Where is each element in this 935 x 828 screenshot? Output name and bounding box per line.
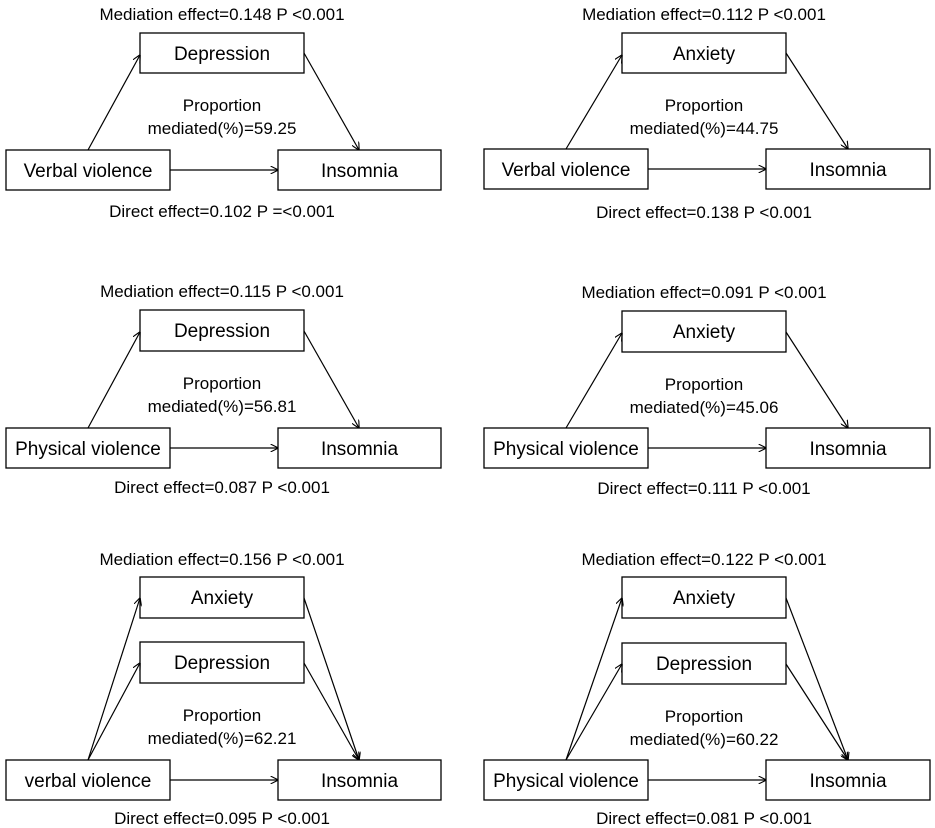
- outcome-label: Insomnia: [321, 439, 399, 460]
- mediator-box-2: [139, 641, 305, 684]
- mediator-label: Anxiety: [673, 44, 736, 65]
- mediator-box-2: [621, 642, 787, 685]
- mediation-effect-label: Mediation effect=0.156 P <0.001: [99, 550, 344, 569]
- direct-effect-label: Direct effect=0.081 P <0.001: [596, 809, 812, 828]
- outcome-box: [277, 427, 442, 469]
- mediator-1-to-outcome-arrow: [303, 597, 359, 760]
- predictor-to-mediator-arrow: [87, 332, 140, 429]
- predictor-to-mediator-2-arrow: [87, 663, 140, 761]
- panel-2: Mediation effect=0.112 P <0.001 Anxiety …: [483, 5, 931, 222]
- mediation-effect-label: Mediation effect=0.112 P <0.001: [582, 5, 826, 24]
- mediator-label-1: Anxiety: [673, 588, 736, 609]
- mediator-to-outcome-arrow: [303, 330, 359, 428]
- proportion-label: Proportion: [665, 707, 743, 726]
- proportion-value: mediated(%)=44.75: [630, 119, 779, 138]
- mediation-effect-label: Mediation effect=0.122 P <0.001: [581, 550, 826, 569]
- panel-4: Mediation effect=0.091 P <0.001 Anxiety …: [483, 283, 931, 498]
- panel-3: Mediation effect=0.115 P <0.001 Depressi…: [5, 282, 442, 497]
- outcome-label: Insomnia: [321, 771, 399, 792]
- predictor-to-mediator-1-arrow: [565, 598, 622, 761]
- proportion-label: Proportion: [665, 96, 743, 115]
- outcome-label: Insomnia: [321, 161, 399, 182]
- mediator-2-to-outcome-arrow: [785, 663, 848, 760]
- predictor-label: Verbal violence: [502, 160, 631, 181]
- panel-5: Mediation effect=0.156 P <0.001 Anxiety …: [5, 550, 442, 828]
- outcome-label: Insomnia: [809, 439, 887, 460]
- outcome-label: Insomnia: [809, 771, 887, 792]
- mediator-box: [139, 32, 305, 74]
- mediator-label: Depression: [174, 44, 270, 65]
- proportion-value: mediated(%)=45.06: [630, 398, 779, 417]
- outcome-label: Insomnia: [809, 160, 887, 181]
- mediator-label: Anxiety: [673, 322, 736, 343]
- predictor-box: [5, 427, 171, 469]
- mediator-label-2: Depression: [174, 653, 270, 674]
- predictor-label: Physical violence: [15, 439, 161, 460]
- direct-effect-label: Direct effect=0.138 P <0.001: [596, 203, 812, 222]
- panel-6: Mediation effect=0.122 P <0.001 Anxiety …: [483, 550, 931, 828]
- outcome-box: [765, 148, 931, 190]
- mediator-box: [621, 310, 787, 353]
- outcome-box: [765, 427, 931, 469]
- mediator-label-2: Depression: [656, 654, 752, 675]
- mediator-to-outcome-arrow: [303, 52, 359, 150]
- direct-effect-label: Direct effect=0.102 P =<0.001: [109, 202, 335, 221]
- proportion-value: mediated(%)=59.25: [148, 119, 297, 138]
- direct-effect-label: Direct effect=0.087 P <0.001: [114, 478, 330, 497]
- mediator-to-outcome-arrow: [785, 52, 848, 149]
- predictor-box: [483, 427, 649, 469]
- mediator-1-to-outcome-arrow: [785, 597, 848, 760]
- mediation-effect-label: Mediation effect=0.091 P <0.001: [581, 283, 826, 302]
- proportion-value: mediated(%)=62.21: [148, 729, 297, 748]
- predictor-to-mediator-2-arrow: [565, 664, 622, 761]
- proportion-label: Proportion: [183, 706, 261, 725]
- mediator-label: Depression: [174, 321, 270, 342]
- mediation-effect-label: Mediation effect=0.115 P <0.001: [100, 282, 344, 301]
- predictor-label: Verbal violence: [24, 161, 153, 182]
- mediator-box-1: [139, 576, 305, 619]
- panel-1: Mediation effect=0.148 P <0.001 Depressi…: [5, 5, 442, 221]
- mediation-effect-label: Mediation effect=0.148 P <0.001: [99, 5, 344, 24]
- mediator-label-1: Anxiety: [191, 588, 254, 609]
- direct-effect-label: Direct effect=0.095 P <0.001: [114, 809, 330, 828]
- proportion-label: Proportion: [183, 96, 261, 115]
- mediator-to-outcome-arrow: [785, 331, 848, 428]
- mediator-2-to-outcome-arrow: [303, 662, 359, 760]
- proportion-value: mediated(%)=60.22: [630, 730, 779, 749]
- proportion-label: Proportion: [665, 375, 743, 394]
- mediator-box: [139, 309, 305, 352]
- proportion-label: Proportion: [183, 374, 261, 393]
- predictor-box: [5, 149, 171, 191]
- predictor-to-mediator-arrow: [87, 55, 140, 151]
- predictor-label: verbal violence: [25, 771, 152, 792]
- direct-effect-label: Direct effect=0.111 P <0.001: [597, 479, 810, 498]
- predictor-label: Physical violence: [493, 439, 639, 460]
- mediator-box-1: [621, 576, 787, 619]
- outcome-box: [277, 759, 442, 801]
- predictor-label: Physical violence: [493, 771, 639, 792]
- proportion-value: mediated(%)=56.81: [148, 397, 297, 416]
- predictor-to-mediator-arrow: [565, 333, 622, 429]
- outcome-box: [765, 759, 931, 801]
- predictor-to-mediator-arrow: [565, 55, 622, 150]
- predictor-to-mediator-1-arrow: [87, 598, 140, 761]
